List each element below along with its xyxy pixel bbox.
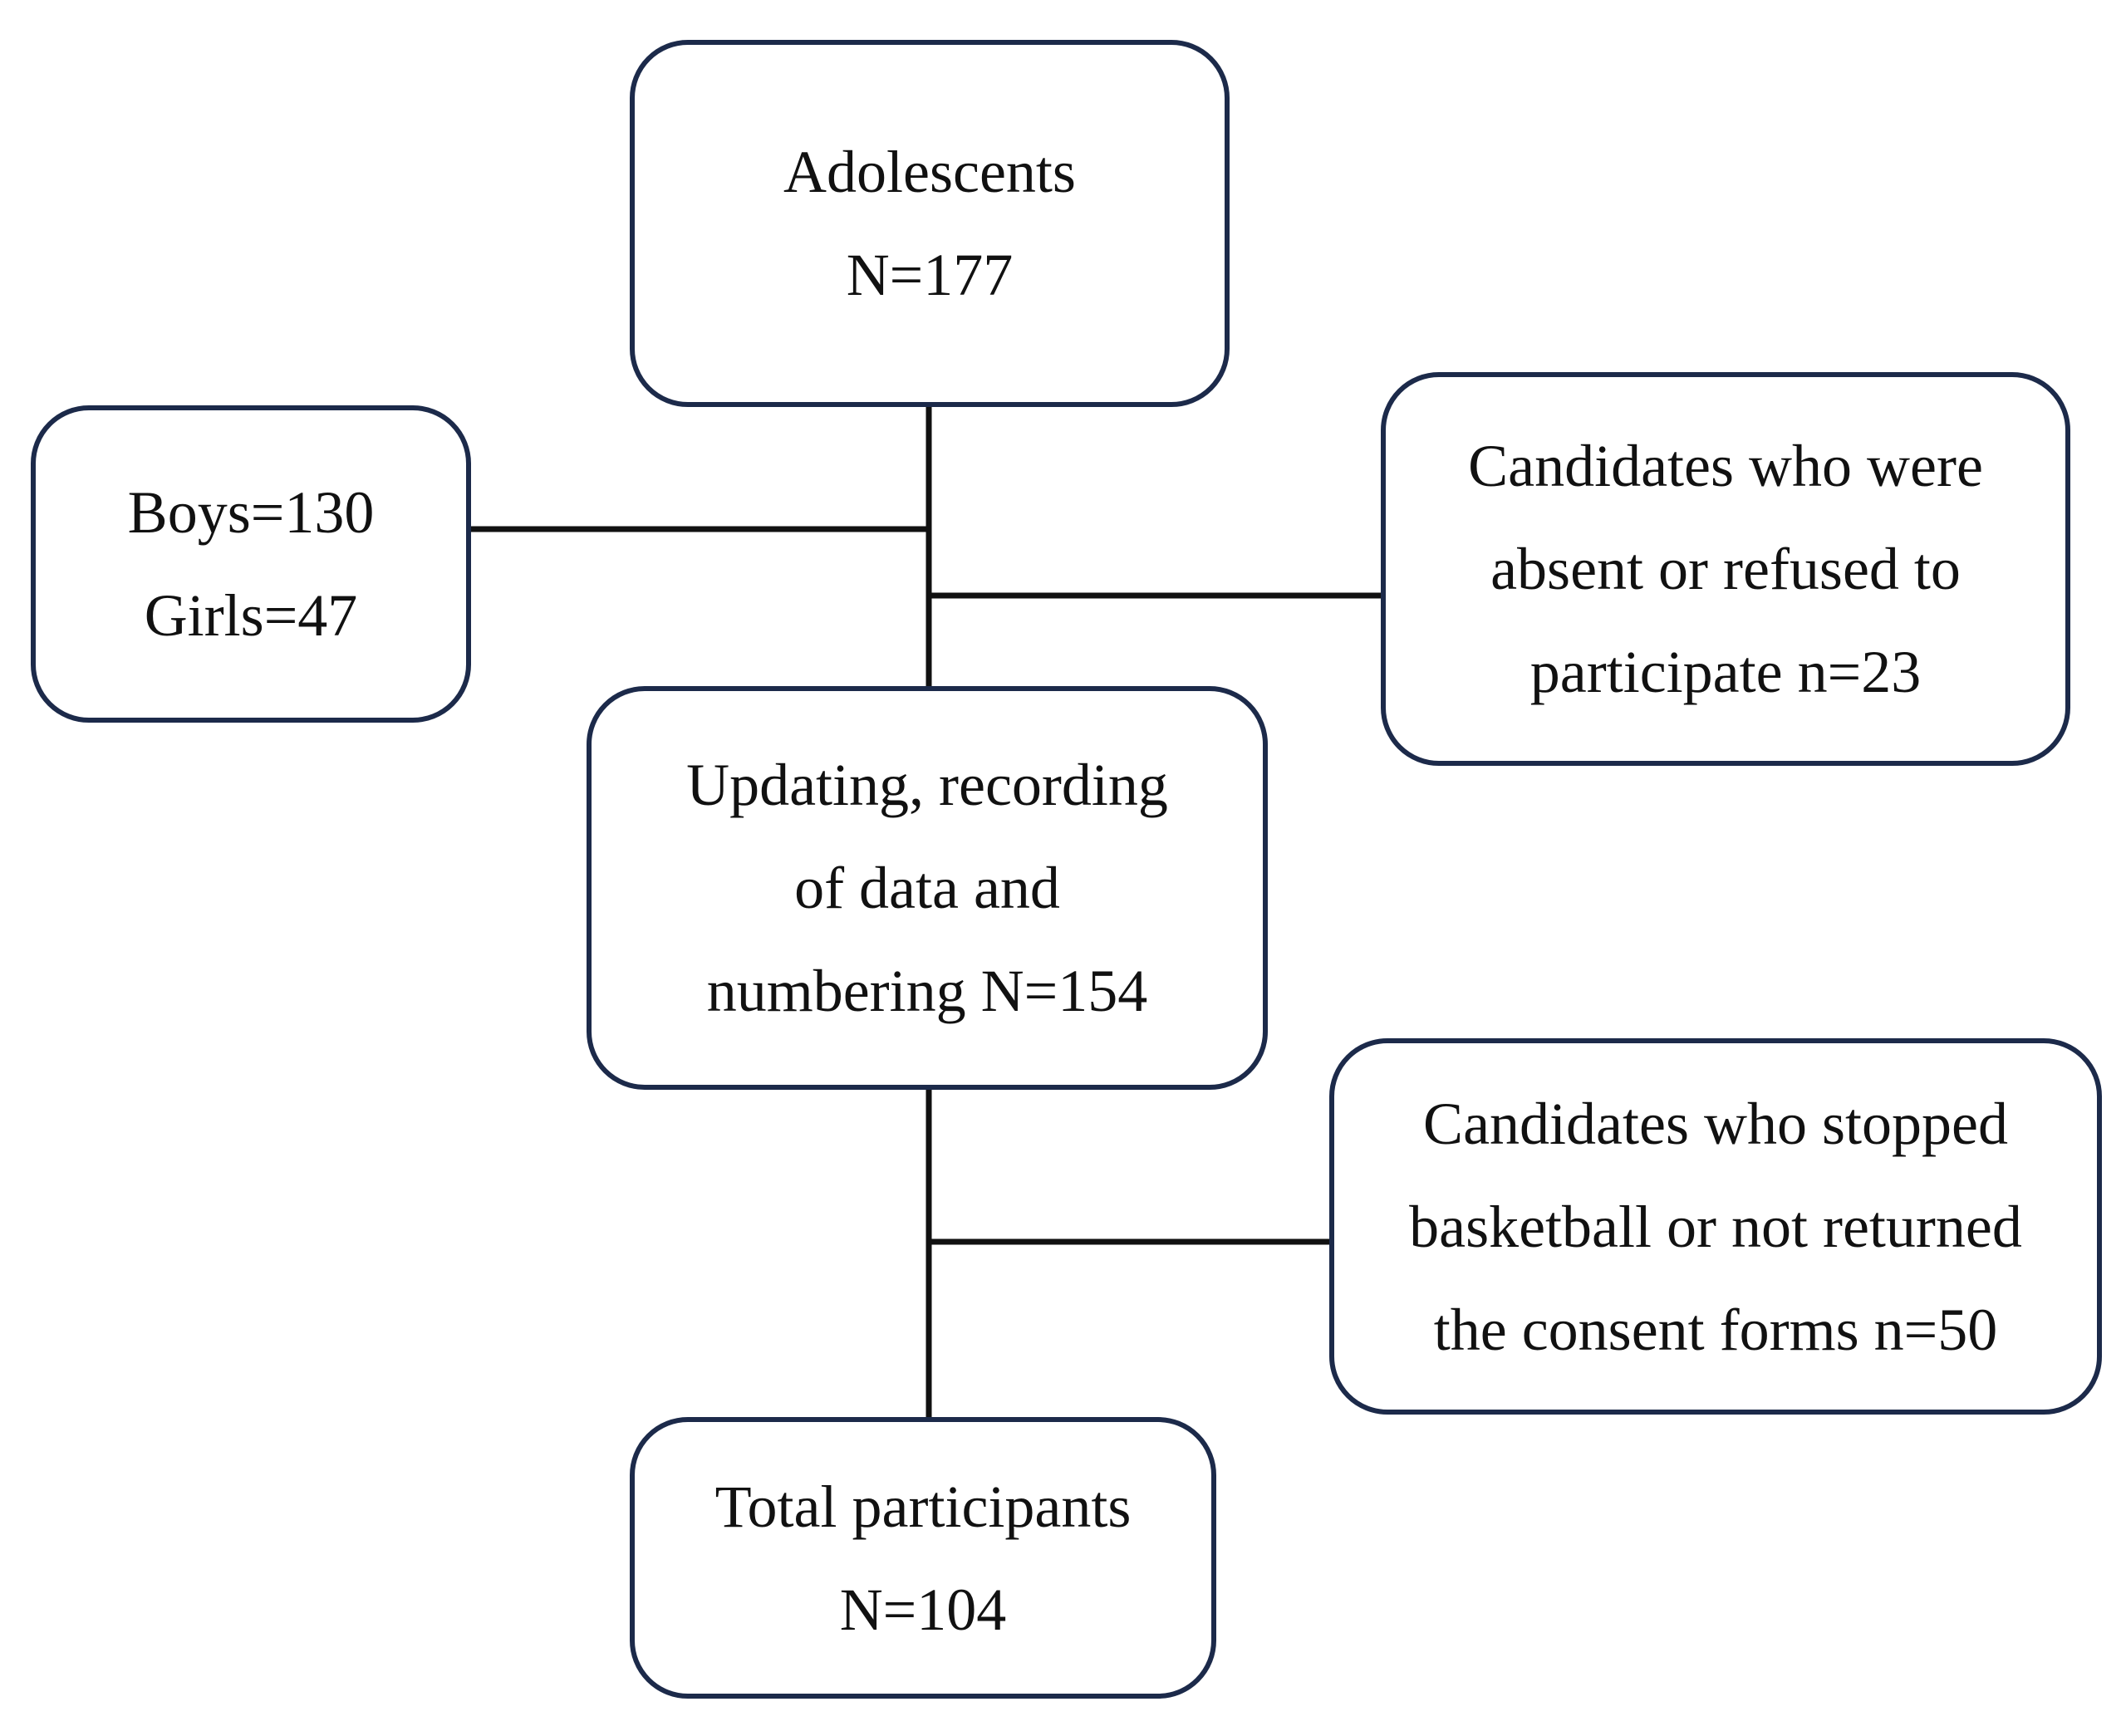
absent-refused-line-3: participate n=23 — [1529, 639, 1922, 705]
updating-line-1: Updating, recording — [686, 752, 1168, 818]
stopped-box: Candidates who stopped basketball or not… — [1329, 1038, 2102, 1415]
stopped-line-3: the consent forms n=50 — [1433, 1296, 1998, 1363]
updating-line-2: of data and — [794, 855, 1060, 921]
sex-breakdown-box: Boys=130 Girls=47 — [31, 405, 471, 723]
total-count: N=104 — [839, 1576, 1007, 1643]
stopped-line-1: Candidates who stopped — [1423, 1090, 2008, 1157]
updating-box: Updating, recording of data and numberin… — [587, 686, 1268, 1090]
absent-refused-line-1: Candidates who were — [1468, 433, 1983, 499]
adolescents-box: Adolescents N=177 — [630, 40, 1230, 407]
total-participants-box: Total participants N=104 — [630, 1417, 1216, 1699]
absent-refused-box: Candidates who were absent or refused to… — [1381, 372, 2070, 766]
updating-line-3: numbering N=154 — [706, 958, 1148, 1024]
total-label: Total participants — [714, 1473, 1132, 1540]
adolescents-count: N=177 — [846, 242, 1014, 308]
adolescents-label: Adolescents — [783, 139, 1076, 205]
absent-refused-line-2: absent or refused to — [1490, 536, 1961, 602]
girls-count: Girls=47 — [144, 582, 358, 649]
boys-count: Boys=130 — [127, 479, 375, 546]
stopped-line-2: basketball or not returned — [1409, 1193, 2022, 1260]
